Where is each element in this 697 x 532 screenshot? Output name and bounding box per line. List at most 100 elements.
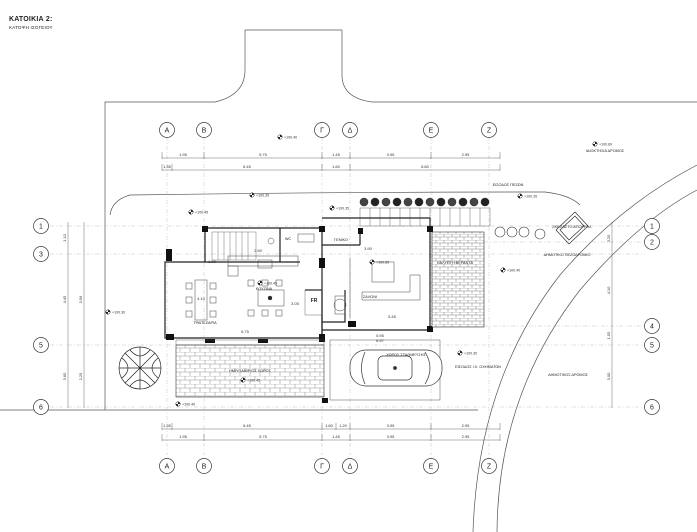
- dimension-label: 1.60: [325, 423, 334, 428]
- hedge-shrub: [403, 197, 413, 207]
- dimension-label: 1.45: [332, 152, 341, 157]
- label-parking: ΧΩΡΟΣ ΣΤΑΘΜΕΥΣΗΣ: [386, 353, 426, 357]
- grid-bubble-col-6: Ζ: [481, 458, 497, 474]
- grid-bubble-circle: [159, 458, 175, 474]
- structural-columns: [166, 226, 433, 403]
- kitchen-counter: [227, 255, 299, 307]
- hedge-shrub: [392, 197, 402, 207]
- dimension-label: 1.95: [179, 152, 188, 157]
- pergola-tiles: [431, 231, 485, 328]
- hedge-shrub: [480, 197, 490, 207]
- label-ground-plot: ΙΔΙΟΚΤΗΣΙΑ ΔΡΟΜΟΣ: [586, 149, 625, 153]
- level-value: +100.45: [195, 210, 208, 214]
- dimension-label: 2.95: [462, 434, 471, 439]
- grid-bubble-circle: [196, 122, 212, 138]
- label-kitchen: ΚΟΥΖΙΝΑ: [256, 287, 273, 291]
- grid-bubble-circle: [644, 337, 660, 353]
- grid-bubble-row-2: 2: [644, 234, 660, 250]
- grid-bubble-label: 3: [39, 252, 43, 259]
- label-fr: FR: [311, 298, 318, 304]
- level-markers: +100.40 +100.35 +100.45 +100.40 +100.45 +100.…: [105, 134, 612, 407]
- grid-bubble-label: 6: [39, 405, 43, 412]
- level-symbol-fill: [175, 401, 181, 407]
- grid-bubble-col-3: Γ: [314, 122, 330, 138]
- level-symbol-fill: [277, 134, 283, 140]
- grid-bubble-col-4: Δ: [342, 458, 358, 474]
- level-value: +100.30: [112, 310, 125, 314]
- grid-bubble-label: Γ: [320, 464, 324, 471]
- label-pedestrian-road: ΔΗΜΟΤΙΚΟ ΠΕΖΟΔΡΟΜΙΟ: [544, 253, 591, 257]
- grid-bubble-row-1: 1: [33, 218, 49, 234]
- dimension-label: 1.60: [332, 164, 341, 169]
- wc-fixtures: [267, 233, 315, 245]
- dimension-label: 5.75: [259, 152, 268, 157]
- bin-enclosure: [555, 211, 589, 245]
- level-value: +100.35: [256, 193, 269, 197]
- grid-bubble-circle: [644, 218, 660, 234]
- label-car-entrance: ΕΙΣΟΔΟΣ Ι.Χ. ΟΧΗΜΑΤΩΝ: [455, 365, 501, 369]
- dimension-label: 2.25: [78, 372, 83, 381]
- level-symbol-fill: [105, 309, 111, 315]
- grid-bubble-col-6: Ζ: [481, 122, 497, 138]
- grid-bubble-row-5: 5: [33, 337, 49, 353]
- hedge-shrub: [469, 197, 479, 207]
- level-symbol-fill: [500, 267, 506, 273]
- grid-bubble-row-3: 3: [33, 246, 49, 262]
- grid-bubble-circle: [342, 458, 358, 474]
- stairs: [211, 231, 257, 261]
- hedge-shrub: [425, 197, 435, 207]
- grid-bubble-label: Ε: [429, 464, 434, 471]
- dimension-label: 1.10: [62, 233, 67, 242]
- interior-dimension-label: 6.75: [241, 329, 250, 334]
- grid-bubble-col-4: Δ: [342, 122, 358, 138]
- dimension-label: 1.35: [163, 423, 172, 428]
- level-marker: +100.45: [188, 209, 208, 215]
- label-dining: ΤΡΑΠΕΖΑΡΙΑ: [193, 321, 217, 325]
- grid-bubble-col-2: Β: [196, 122, 212, 138]
- level-marker: +100.30: [105, 309, 125, 315]
- grid-bubble-label: Δ: [348, 128, 353, 135]
- fence-planters: [359, 207, 491, 227]
- dimension-label: 6.45: [243, 423, 252, 428]
- island-stools: [247, 279, 283, 317]
- grid-bubble-circle: [33, 399, 49, 415]
- grid-bubble-label: Ε: [429, 128, 434, 135]
- dimension-label: 1.20: [339, 423, 348, 428]
- grid-bubbles-left: 1 3 5 6: [33, 218, 49, 415]
- sheet-subtitle: ΚΑΤΟΨΗ ΙΣΟΓΕΙΟΥ: [9, 25, 53, 30]
- interior-dimension-label: 3.05: [291, 301, 300, 306]
- interior-dimension-label: 5.95: [376, 333, 385, 338]
- grid-bubble-circle: [481, 458, 497, 474]
- grid-bubble-label: 5: [39, 343, 43, 350]
- car-icon: [349, 349, 443, 387]
- level-value: +100.60: [599, 142, 612, 146]
- dimension-label: 3.00: [606, 372, 611, 381]
- grid-bubble-label: Α: [165, 128, 170, 135]
- hedge-shrub: [447, 197, 457, 207]
- level-marker: +100.30: [457, 350, 477, 356]
- dimension-label: 3.95: [387, 152, 396, 157]
- grid-lines-horizontal: [50, 225, 645, 408]
- dimension-label: 1.45: [332, 434, 341, 439]
- grid-bubble-circle: [342, 122, 358, 138]
- level-marker: +100.45: [257, 280, 277, 286]
- level-value: +100.40: [182, 402, 195, 406]
- level-marker: +100.40: [277, 134, 297, 140]
- level-symbol-fill: [329, 205, 335, 211]
- dimension-label: 6.45: [243, 164, 252, 169]
- level-marker: +100.40: [175, 401, 195, 407]
- level-value: +100.40: [284, 135, 297, 139]
- dimension-label: 3.60: [62, 372, 67, 381]
- grid-bubble-label: Α: [165, 464, 170, 471]
- grid-bubble-row-1: 1: [644, 218, 660, 234]
- hedge-shrub: [458, 197, 468, 207]
- dimension-label: 1.55: [606, 331, 611, 340]
- grid-bubble-circle: [33, 246, 49, 262]
- grid-bubble-label: 5: [650, 343, 654, 350]
- level-marker: +100.35: [517, 193, 537, 199]
- grid-bubble-circle: [644, 399, 660, 415]
- living-furniture: [333, 258, 421, 318]
- entry-steps: [175, 289, 325, 346]
- grid-bubble-label: Ζ: [487, 128, 492, 135]
